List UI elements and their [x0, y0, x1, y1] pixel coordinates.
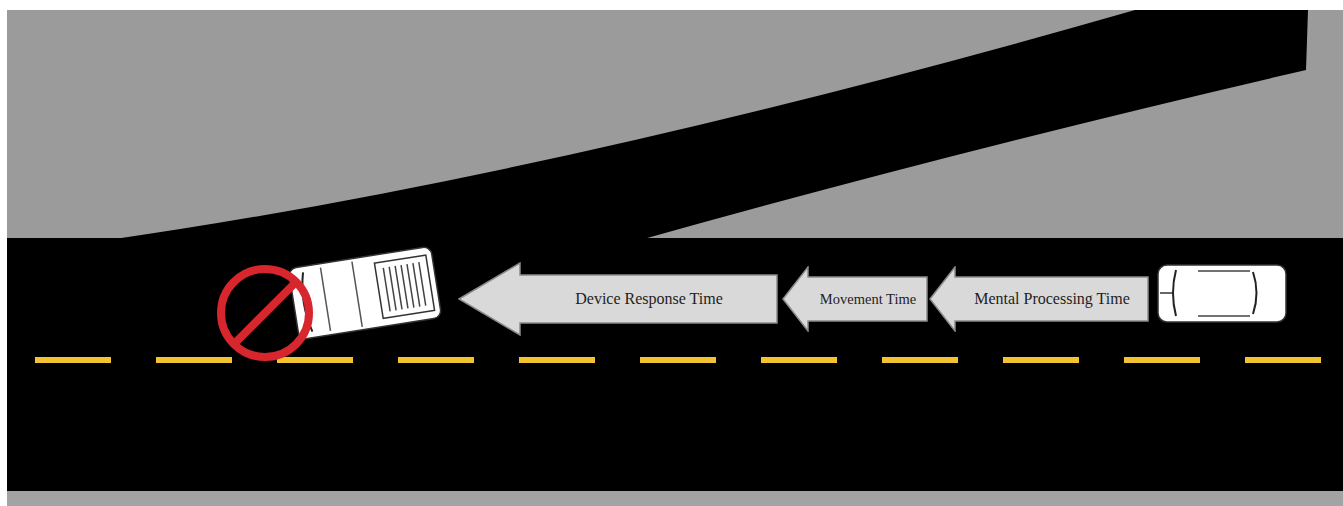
- arrow-label: Movement Time: [820, 291, 916, 308]
- prohibition-sign: [221, 269, 309, 357]
- center-line: [35, 357, 1321, 363]
- roadside-ground: [7, 10, 1343, 240]
- arrow-outline: [783, 267, 927, 331]
- car: [1158, 265, 1286, 322]
- arrow-label-box: Mental Processing Time: [959, 266, 1145, 332]
- time-arrow: Mental Processing Time: [929, 266, 1149, 332]
- arrow-outline: [930, 267, 1148, 331]
- time-arrow: Device Response Time: [458, 262, 778, 336]
- main-road: [7, 238, 1343, 491]
- arrow-label-box: Movement Time: [812, 266, 924, 332]
- roadside-ground: [7, 490, 1343, 506]
- arrow-label: Device Response Time: [575, 290, 723, 308]
- pickup-truck: [288, 246, 441, 340]
- exit-ramp: [108, 10, 1308, 240]
- arrow-label: Mental Processing Time: [974, 290, 1130, 308]
- time-arrow: Movement Time: [782, 266, 928, 332]
- arrow-label-box: Device Response Time: [524, 262, 774, 336]
- arrow-outline: [459, 263, 777, 335]
